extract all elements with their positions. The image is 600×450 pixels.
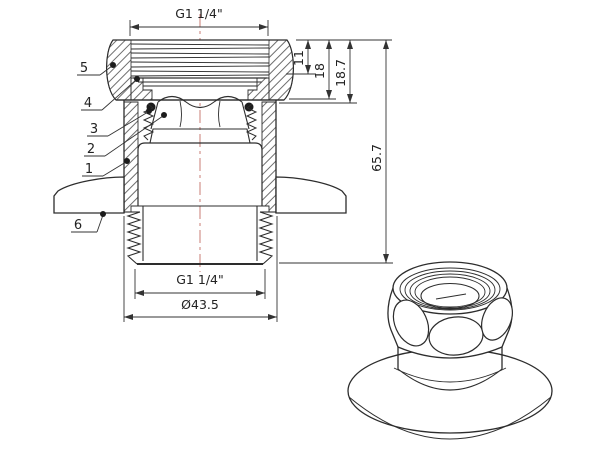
dimensions: G1 1/4" 11 18 18.7 65.7 G1 1/4" <box>123 6 393 322</box>
escutcheon-section <box>53 176 347 214</box>
leader-part-6 <box>71 211 106 233</box>
dim-thread-depth-label: 11 <box>291 50 306 66</box>
perspective-flange <box>347 348 553 440</box>
dim-right-side <box>279 39 393 264</box>
part-label-3: 3 <box>90 122 98 137</box>
male-thread-section <box>124 211 276 265</box>
leader-part-5 <box>77 62 116 76</box>
perspective-nut <box>387 261 513 359</box>
dim-outer-diameter-label: Ø43.5 <box>181 297 219 312</box>
dim-outer-diameter <box>123 216 278 322</box>
part-leaders <box>71 62 167 233</box>
leader-part-4 <box>81 76 140 111</box>
perspective-grip-dimples <box>392 297 513 356</box>
swivel-nut-section <box>105 39 295 101</box>
dim-bottom-thread <box>134 269 266 299</box>
dim-top-thread-label: G1 1/4" <box>175 6 222 21</box>
section-view <box>53 14 347 272</box>
leader-part-2 <box>84 112 167 157</box>
dim-nut-height-label: 18 <box>312 63 327 79</box>
part-label-6: 6 <box>74 218 82 233</box>
dim-bottom-thread-label: G1 1/4" <box>176 272 223 287</box>
part-label-2: 2 <box>87 142 95 157</box>
part-label-5: 5 <box>80 61 88 76</box>
nut-thread-lines <box>130 43 270 77</box>
part-label-4: 4 <box>84 96 92 111</box>
dim-head-height-label: 18.7 <box>333 59 348 87</box>
part-label-1: 1 <box>85 162 93 177</box>
perspective-view <box>347 261 553 440</box>
leader-part-1 <box>82 158 130 177</box>
dim-overall-height-label: 65.7 <box>369 144 384 172</box>
body-section <box>116 99 284 261</box>
dim-top-thread <box>129 20 269 36</box>
leader-part-3 <box>87 108 152 137</box>
